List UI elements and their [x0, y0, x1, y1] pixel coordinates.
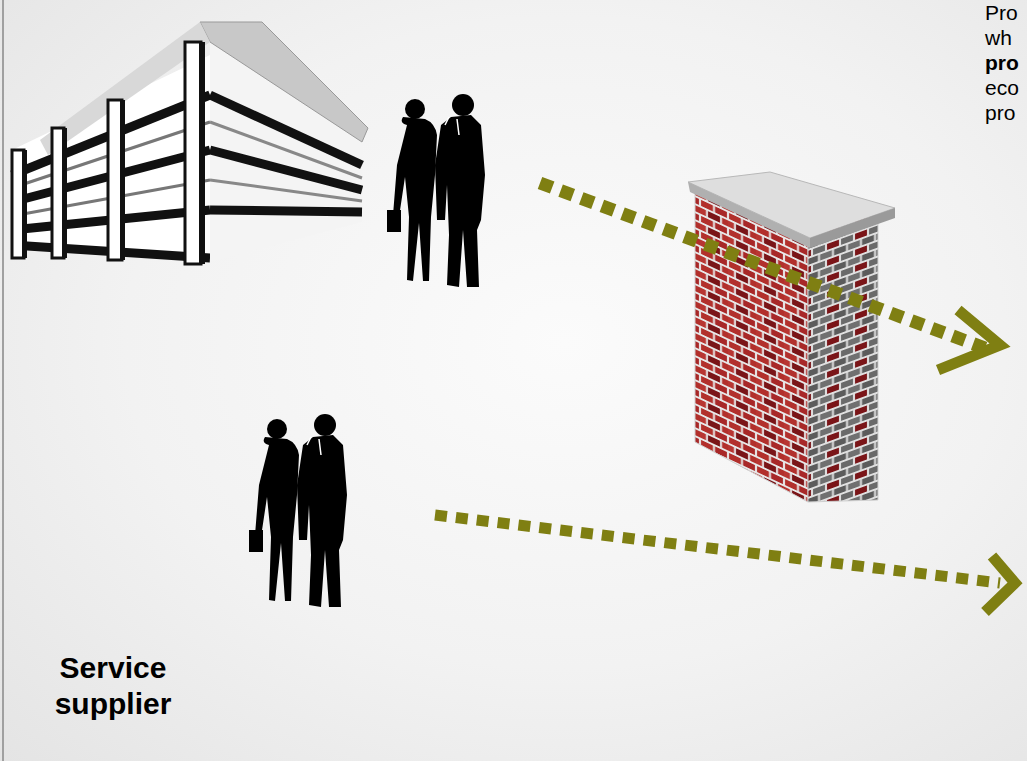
text-fragment: pro — [985, 100, 1015, 125]
text-fragment: Pro — [985, 0, 1018, 25]
text-fragment: pro — [985, 50, 1019, 75]
office-building — [12, 22, 368, 264]
business-people — [249, 414, 347, 607]
role-label: Service supplier — [13, 650, 213, 722]
brick-wall — [688, 172, 895, 502]
business-people — [387, 94, 485, 287]
border-line — [2, 0, 4, 761]
text-fragment: eco — [985, 75, 1019, 100]
dotted-arrow — [435, 515, 1015, 612]
text-fragment: wh — [985, 25, 1012, 50]
dotted-arrow — [540, 183, 1000, 370]
